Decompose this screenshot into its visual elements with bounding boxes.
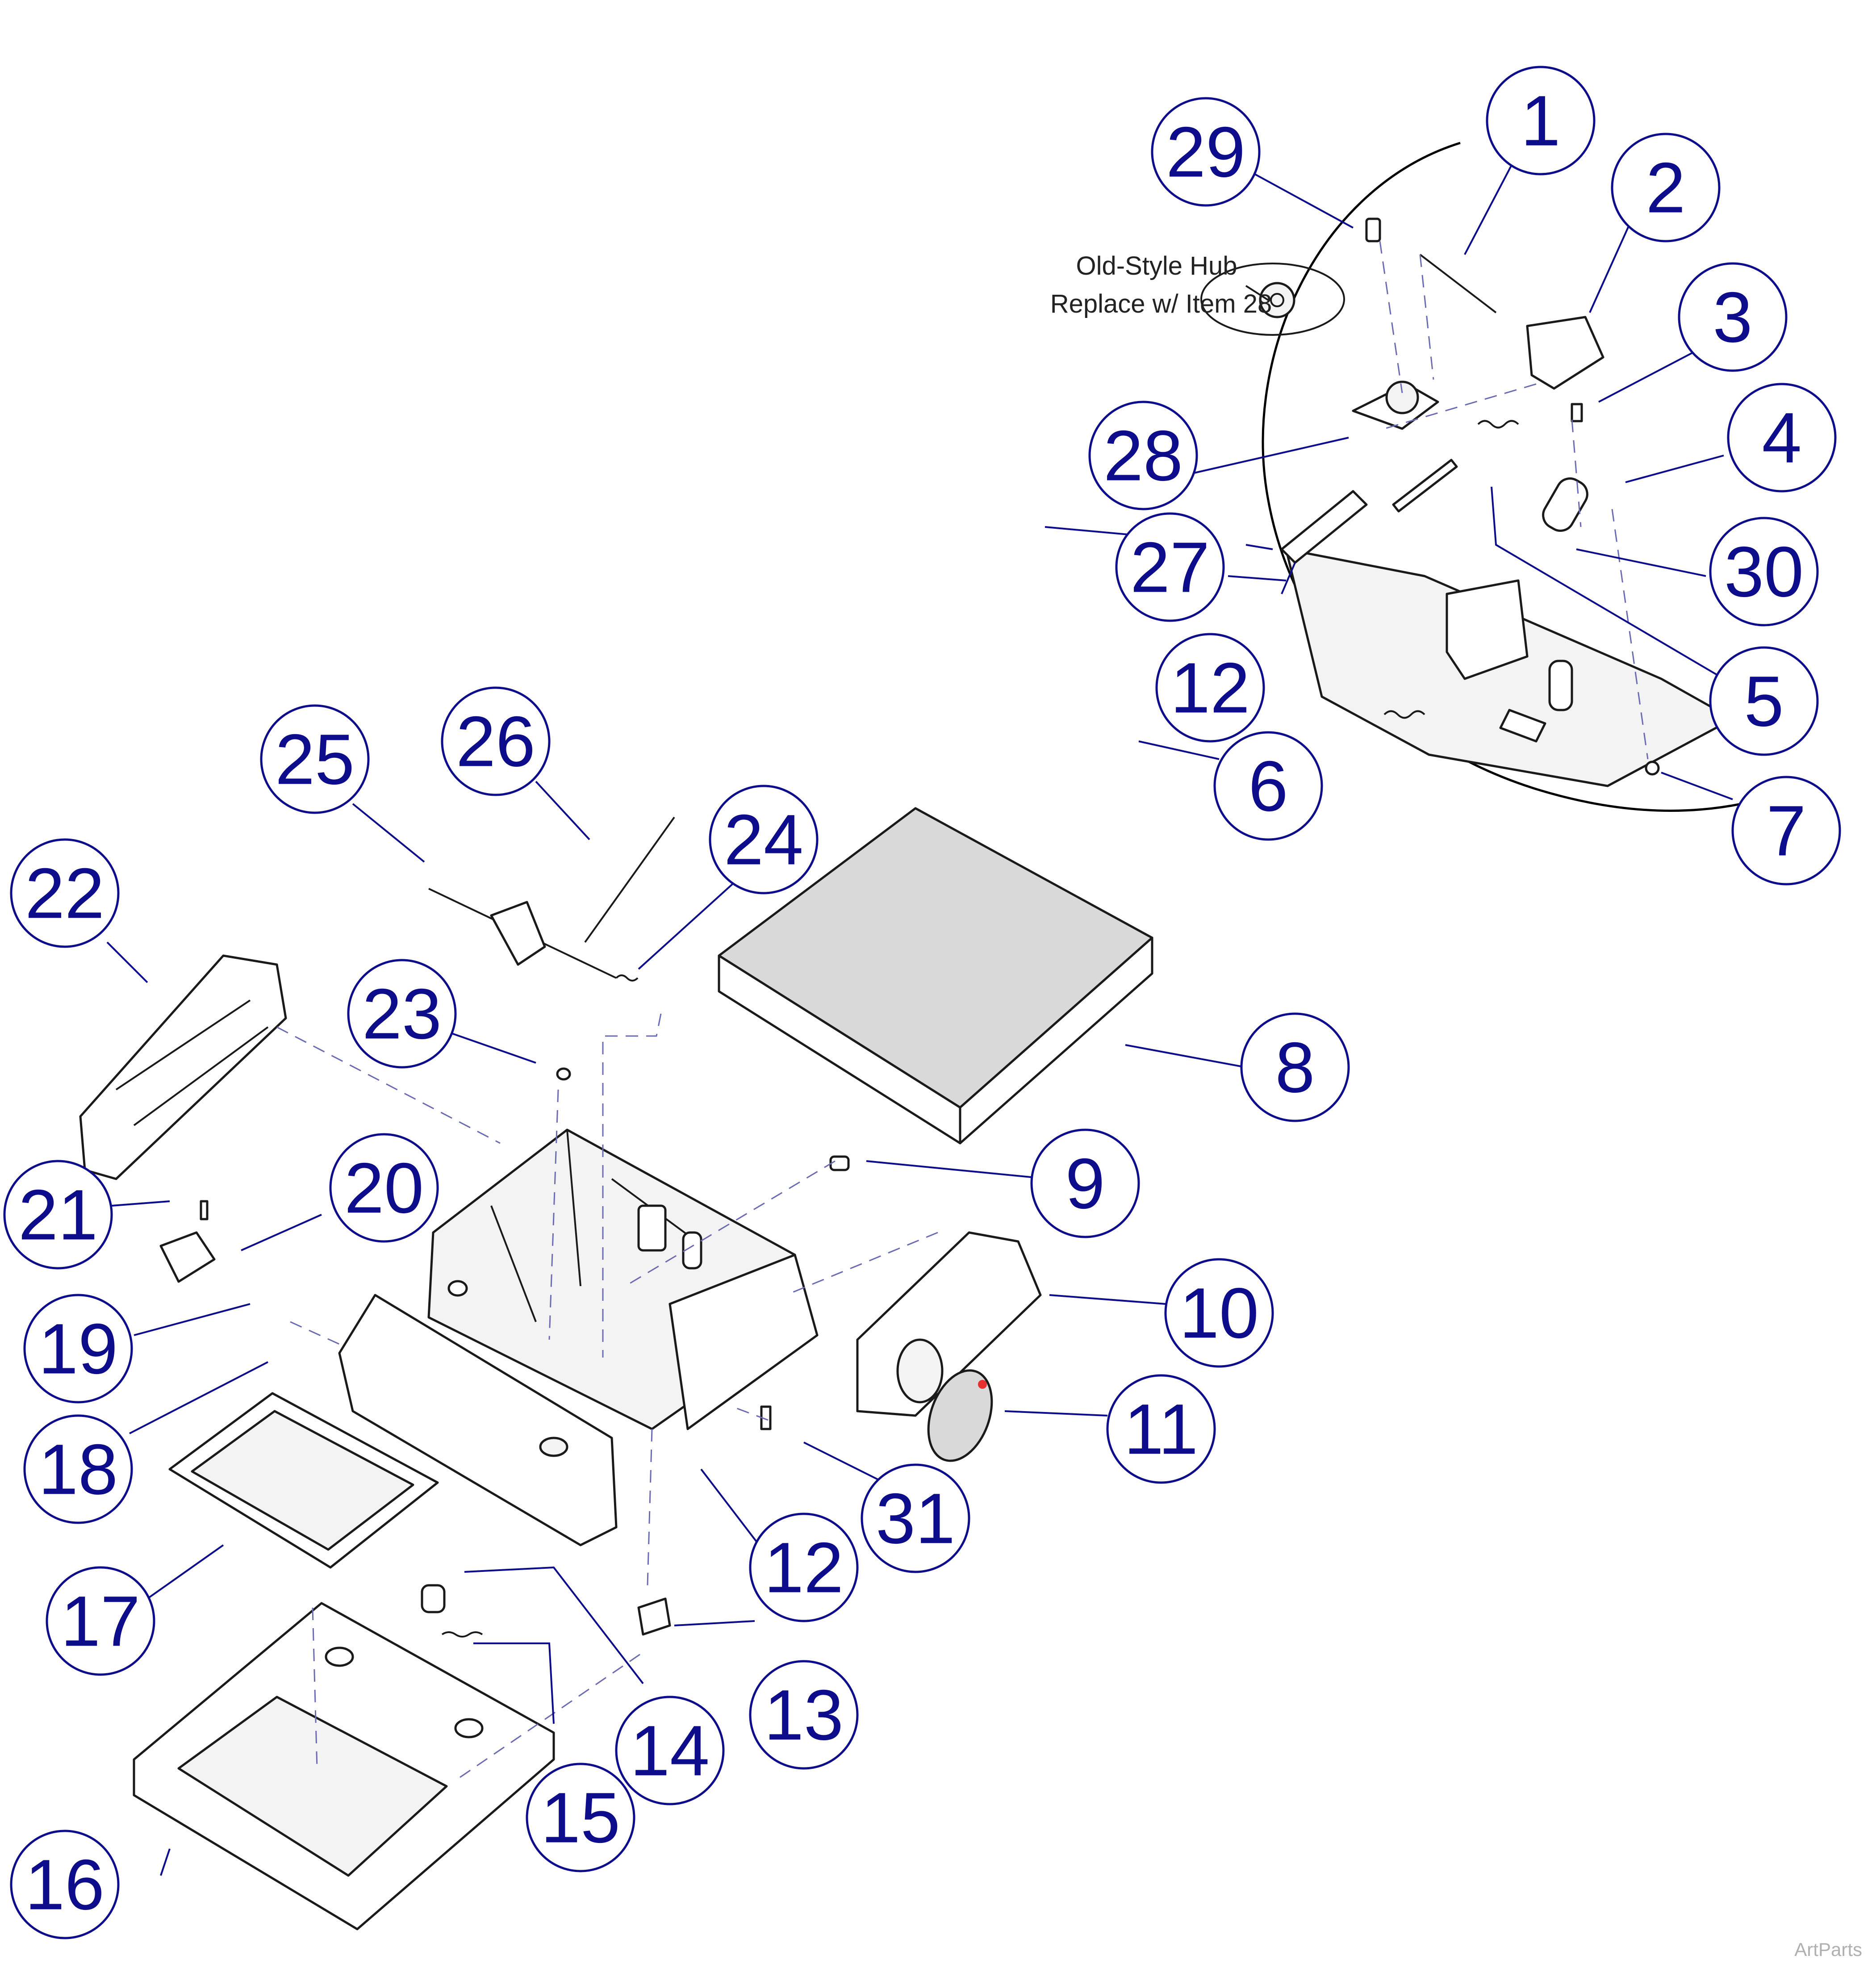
callout-22-label: 22 <box>25 853 104 933</box>
callout-12-top: 12 <box>1155 633 1265 743</box>
callout-30-label: 30 <box>1724 532 1804 612</box>
gasket-frame <box>168 1392 439 1569</box>
callout-18: 18 <box>23 1414 133 1524</box>
callout-29: 29 <box>1151 97 1261 207</box>
callout-17-label: 17 <box>61 1581 140 1661</box>
callout-23-label: 23 <box>362 974 442 1054</box>
callout-15: 15 <box>526 1763 635 1872</box>
callout-9: 9 <box>1030 1128 1140 1238</box>
callout-5: 5 <box>1709 646 1819 756</box>
callout-12-top-label: 12 <box>1170 648 1250 728</box>
callout-9-label: 9 <box>1065 1144 1105 1224</box>
callout-20-label: 20 <box>344 1148 424 1228</box>
callout-2: 2 <box>1611 133 1721 242</box>
callout-26-label: 26 <box>456 702 535 781</box>
callout-21-label: 21 <box>18 1175 98 1255</box>
detail-inset: Old-Style Hub Replace w/ Item 28 <box>1050 142 1742 812</box>
callout-4-label: 4 <box>1762 398 1802 478</box>
callout-24: 24 <box>709 785 819 894</box>
note-line-1: Old-Style Hub <box>1076 251 1237 280</box>
callout-28-label: 28 <box>1103 416 1183 496</box>
hardware <box>159 1067 850 1638</box>
keypad <box>927 1369 993 1462</box>
callout-10: 10 <box>1164 1258 1274 1368</box>
callout-25: 25 <box>260 704 370 814</box>
callout-2-label: 2 <box>1646 148 1686 228</box>
callout-29-label: 29 <box>1166 112 1245 192</box>
callout-6-label: 6 <box>1249 746 1288 826</box>
callout-25-label: 25 <box>275 719 355 799</box>
callout-14-label: 14 <box>630 1711 710 1791</box>
callout-17: 17 <box>46 1566 155 1676</box>
callout-1: 1 <box>1486 66 1596 175</box>
callout-11-label: 11 <box>1124 1389 1198 1469</box>
callout-19: 19 <box>23 1294 133 1404</box>
callout-21: 21 <box>3 1160 113 1270</box>
old-style-hub-icon <box>1245 282 1295 318</box>
callout-14: 14 <box>615 1696 725 1805</box>
note-line-2: Replace w/ Item 28 <box>1050 289 1272 318</box>
callout-12-bottom-label: 12 <box>764 1528 844 1608</box>
base-tray <box>133 1602 555 1930</box>
callout-8-label: 8 <box>1275 1028 1315 1107</box>
callout-31: 31 <box>861 1463 970 1573</box>
callout-19-label: 19 <box>38 1309 118 1389</box>
callout-27-label: 27 <box>1130 527 1210 607</box>
callout-8: 8 <box>1240 1012 1350 1122</box>
callout-3: 3 <box>1678 262 1788 372</box>
callout-31-label: 31 <box>876 1479 955 1559</box>
callout-12-bottom: 12 <box>749 1513 859 1622</box>
rear-housing <box>79 954 287 1180</box>
callout-27: 27 <box>1115 512 1225 622</box>
callout-18-label: 18 <box>38 1429 118 1509</box>
callout-3-label: 3 <box>1713 277 1753 357</box>
callout-6: 6 <box>1213 731 1323 841</box>
callout-30: 30 <box>1709 517 1819 627</box>
inset-strap <box>1280 490 1368 564</box>
watermark: ArtParts <box>1794 1939 1862 1960</box>
callout-22: 22 <box>10 838 120 948</box>
callout-7: 7 <box>1731 776 1841 886</box>
latch-block <box>1526 316 1604 390</box>
callout-16-label: 16 <box>25 1845 104 1925</box>
callout-10-label: 10 <box>1179 1273 1259 1353</box>
pin <box>1392 459 1458 513</box>
callout-7-label: 7 <box>1767 791 1806 871</box>
inset-bracket <box>1446 579 1529 680</box>
callout-26: 26 <box>441 686 551 796</box>
top-cover-plate <box>718 807 1153 1145</box>
callout-23: 23 <box>347 959 457 1069</box>
linkage-assembly <box>428 816 675 982</box>
callout-11: 11 <box>1106 1374 1216 1484</box>
front-cover <box>338 1294 618 1546</box>
leader-lines <box>106 160 1733 1876</box>
callout-24-label: 24 <box>724 800 803 880</box>
callout-1-label: 1 <box>1521 81 1561 161</box>
callout-4: 4 <box>1727 383 1837 493</box>
callout-5-label: 5 <box>1744 661 1784 741</box>
callout-20: 20 <box>329 1133 439 1243</box>
callout-16: 16 <box>10 1830 120 1939</box>
callout-28: 28 <box>1088 401 1198 510</box>
assembly-dashes <box>276 1013 938 1778</box>
callout-13-label: 13 <box>764 1675 844 1755</box>
main-chassis <box>427 1128 819 1430</box>
callout-13: 13 <box>749 1660 859 1770</box>
side-housing <box>856 1231 1042 1417</box>
callout-15-label: 15 <box>541 1778 620 1858</box>
